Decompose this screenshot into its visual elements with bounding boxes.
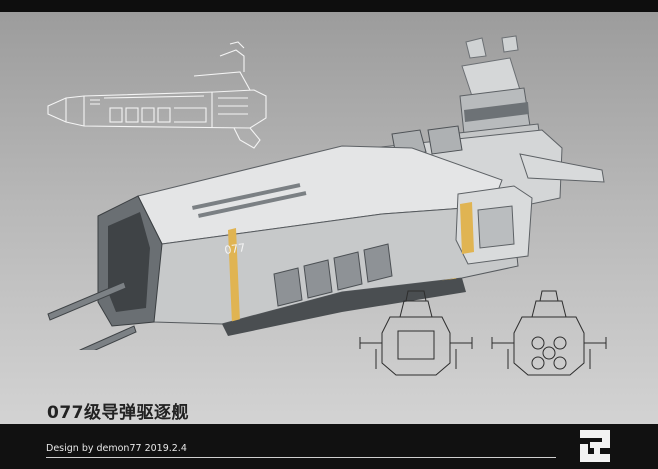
front-view-blueprint [359,290,473,376]
side-view-blueprint [47,41,267,149]
rear-view-blueprint [491,290,607,376]
hull-number: 077 [224,241,247,257]
footer-bar [0,424,658,469]
artwork-canvas: 077 077级导弹驱逐舰 [0,12,658,424]
designer-credit: Design by demon77 2019.2.4 [46,443,187,454]
top-frame-bar [0,0,658,12]
ship-title-caption: 077级导弹驱逐舰 [47,403,189,423]
destroyer-illustration: 077 [47,35,605,350]
abstract-block-logo-icon [580,430,610,462]
footer-divider [46,457,556,458]
